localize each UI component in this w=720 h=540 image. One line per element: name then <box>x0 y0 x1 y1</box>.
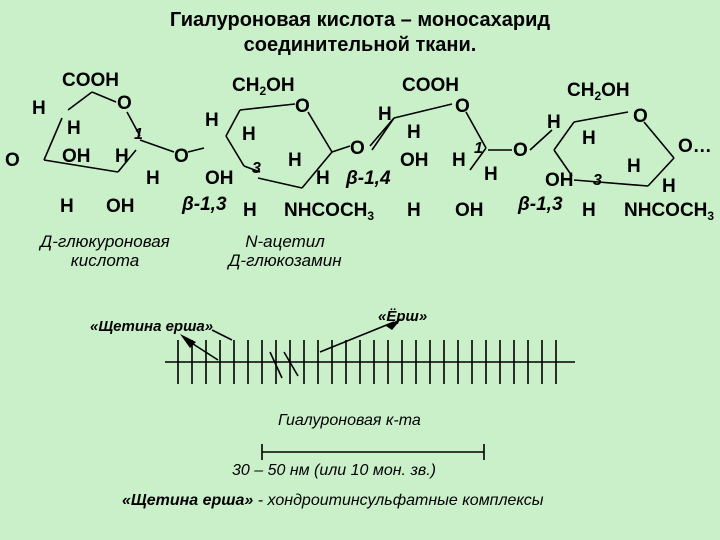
ring2-oh: OH <box>205 168 234 189</box>
ring4-h-bottom: H <box>582 200 596 221</box>
ring3-bond <box>371 117 395 151</box>
page-title: Гиалуроновая кислота – моносахарид соеди… <box>140 8 580 58</box>
ring4-bond <box>643 121 675 159</box>
link3-beta13: β-1,3 <box>518 194 563 215</box>
ring4-bond <box>553 121 575 151</box>
ring3-h-c1: H <box>484 164 498 185</box>
ring1-oxygen: O <box>117 93 132 114</box>
pointer-brush <box>269 351 283 379</box>
ring1-bond <box>117 149 137 173</box>
ring2-num3: 3 <box>252 160 261 177</box>
caption-glucuronic-acid: Д-глюкуроновая кислота <box>40 232 170 270</box>
footnote: «Щетина ерша» - хондроитинсульфатные ком… <box>122 492 544 510</box>
ring3-oh-bottom: OH <box>455 200 484 221</box>
bristles <box>177 340 557 384</box>
link3-oxygen: O <box>513 140 528 161</box>
link1-beta13: β-1,3 <box>182 194 227 215</box>
ring2-bond <box>257 177 303 189</box>
ring4-h-inner: H <box>582 128 596 149</box>
ring4-h-c2: H <box>627 156 641 177</box>
ring1-h-c1: H <box>146 168 160 189</box>
ring1-h-inner: H <box>67 118 81 139</box>
ring1-bond <box>126 111 141 137</box>
glycosidic-bond <box>331 145 351 153</box>
ring1-bond <box>91 91 117 103</box>
link1-oxygen: O <box>174 146 189 167</box>
ring4-bond <box>647 157 675 187</box>
label-brush-bristle: «Щетина ерша» <box>90 318 214 335</box>
ring4-h-top: H <box>547 112 561 133</box>
ring3-oxygen: O <box>455 96 470 117</box>
ring3-bond <box>393 103 453 119</box>
ring4-oh: OH <box>545 170 574 191</box>
pointer-brush-arrow <box>319 321 395 353</box>
ring4-nhcoch3: NHCOCH3 <box>624 200 715 223</box>
ring1-h-left: H <box>32 98 46 119</box>
ring2-bond <box>225 135 245 167</box>
ring3-num1: 1 <box>474 140 483 157</box>
link2-beta14: β-1,4 <box>346 168 391 189</box>
ring2-bond <box>301 151 333 189</box>
ring2-bond <box>243 165 261 173</box>
ring3-bond <box>465 111 487 149</box>
ring2-oxygen: O <box>295 96 310 117</box>
ring4-oxygen: O <box>633 106 648 127</box>
ring3-cooh: COOH <box>402 75 459 96</box>
ring3-oh: OH <box>400 150 429 171</box>
ring1-bond <box>43 117 63 161</box>
arrow-head <box>386 318 402 330</box>
ring1-bond <box>43 159 119 173</box>
ring1-cooh: COOH <box>62 70 119 91</box>
ring1-num1: 1 <box>134 126 143 143</box>
ring3-h-bottom: H <box>407 200 421 221</box>
ring2-h-top: H <box>205 110 219 131</box>
glycosidic-bond <box>139 139 175 153</box>
ring2-nhcoch3: NHCOCH3 <box>284 200 375 223</box>
ring4-bond <box>573 111 629 123</box>
ring2-bond <box>307 111 333 153</box>
ring1-oh-bottom: OH <box>106 196 135 217</box>
label-hyaluronic-acid: Гиалуроновая к-та <box>278 412 421 429</box>
pointer-to-bristle <box>211 329 233 341</box>
caption-n-acetylglucosamine: N-ацетил Д-глюкозамин <box>228 232 342 270</box>
footnote-definition: - хондроитинсульфатные комплексы <box>253 492 544 509</box>
ring4-ch2oh: CH2OH <box>567 80 630 103</box>
ring4-o-end: O… <box>678 136 712 157</box>
label-brush: «Ёрш» <box>378 308 428 325</box>
link2-h: H <box>316 168 330 189</box>
pointer-to-bristle <box>189 341 219 361</box>
ring1-h-c2: H <box>115 146 129 167</box>
ring2-h-inner: H <box>242 124 256 145</box>
ring4-bond <box>553 149 573 177</box>
ring3-h-top: H <box>378 104 392 125</box>
label-size: 30 – 50 нм (или 10 мон. зв.) <box>232 462 437 479</box>
arrow-head <box>180 334 196 348</box>
title-line-1: Гиалуроновая кислота – моносахарид <box>169 9 551 31</box>
glycosidic-bond <box>187 147 205 153</box>
ring2-h-c2: H <box>288 150 302 171</box>
ring4-h-right: H <box>662 176 676 197</box>
footnote-term: «Щетина ерша» <box>122 492 254 509</box>
ring3-h-c2: H <box>452 150 466 171</box>
ring4-bond <box>573 179 649 187</box>
ring1-bond <box>67 91 93 111</box>
ring1-o-left: O <box>5 150 20 171</box>
ring3-bond <box>469 147 487 171</box>
ring4-num3: 3 <box>593 172 602 189</box>
ring2-bond <box>239 103 296 111</box>
ring2-bond <box>225 109 241 137</box>
ring3-h-inner: H <box>407 122 421 143</box>
ring2-h-bottom: H <box>243 200 257 221</box>
glycosidic-bond <box>529 129 553 151</box>
link2-oxygen: O <box>350 138 365 159</box>
pointer-brush <box>283 351 299 377</box>
ring1-h-bottom: H <box>60 196 74 217</box>
ring2-ch2oh: CH2OH <box>232 75 295 98</box>
ring1-oh: OH <box>62 146 91 167</box>
title-line-2: соединительной ткани. <box>243 34 477 56</box>
